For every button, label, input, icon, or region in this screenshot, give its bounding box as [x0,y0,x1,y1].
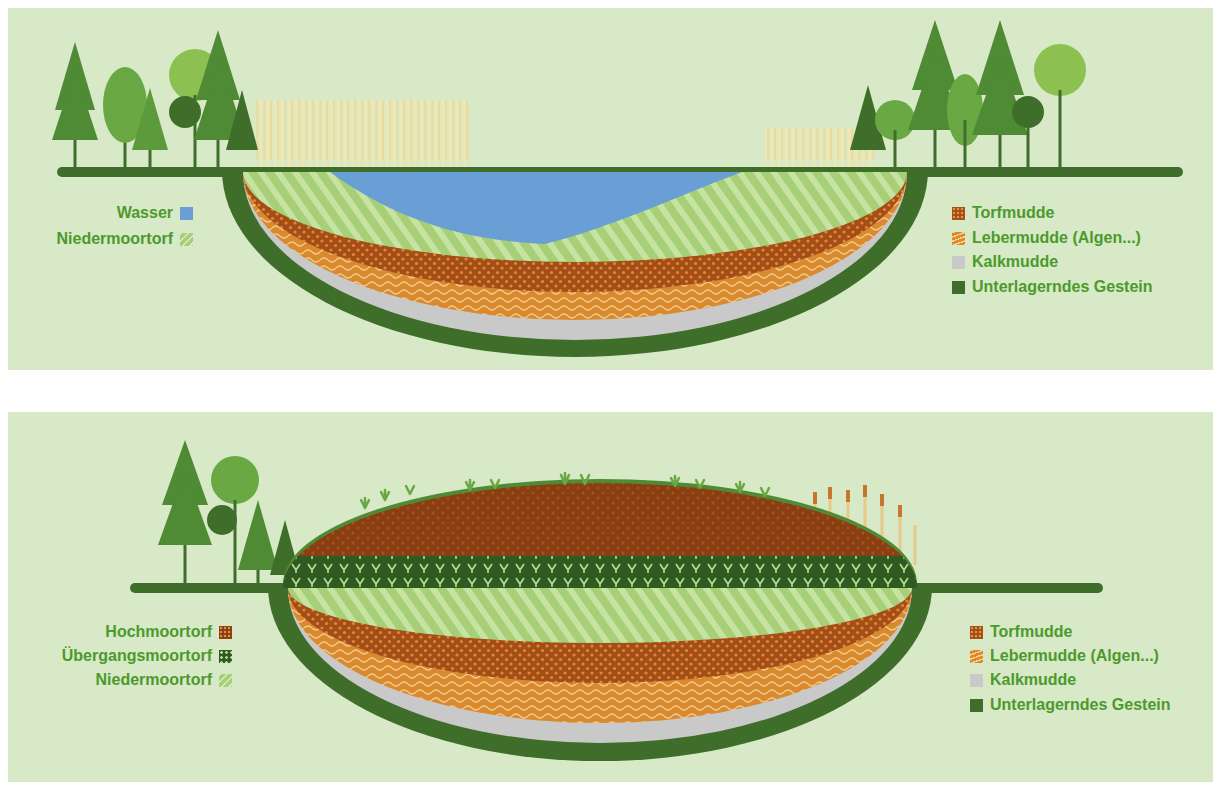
legend-swatch [180,207,193,220]
legend-item: Kalkmudde [952,252,1058,272]
legend-item: Übergangsmoortorf [62,646,232,666]
legend-text: Lebermudde (Algen...) [972,228,1141,248]
legend-item: Niedermoortorf [96,670,232,690]
legend-text: Unterlagerndes Gestein [972,277,1153,297]
legend-swatch [970,626,983,639]
legend-swatch [219,650,232,663]
legend-item: Lebermudde (Algen...) [952,228,1141,248]
legend-text: Kalkmudde [972,252,1058,272]
legend-text: Unterlagerndes Gestein [990,695,1171,715]
legend-text: Torfmudde [990,622,1072,642]
legend-swatch [952,232,965,245]
legend-item: Torfmudde [952,203,1054,223]
legend-text: Niedermoortorf [57,229,173,249]
legend-text: Kalkmudde [990,670,1076,690]
legend-swatch [219,674,232,687]
legend-swatch [952,281,965,294]
legend-item: Niedermoortorf [57,229,193,249]
legend-text: Übergangsmoortorf [62,646,212,666]
legend-item: Unterlagerndes Gestein [970,695,1171,715]
legend-swatch [970,699,983,712]
legend-item: Torfmudde [970,622,1072,642]
legend-item: Kalkmudde [970,670,1076,690]
legend-swatch [952,207,965,220]
legend-item: Wasser [117,203,193,223]
legend-swatch [219,626,232,639]
legend-text: Lebermudde (Algen...) [990,646,1159,666]
legend-swatch [970,674,983,687]
legend-text: Torfmudde [972,203,1054,223]
legend-swatch [180,233,193,246]
legend-swatch [970,650,983,663]
legend-text: Niedermoortorf [96,670,212,690]
legend-text: Hochmoortorf [105,622,212,642]
legend-item: Unterlagerndes Gestein [952,277,1153,297]
legend-item: Hochmoortorf [105,622,232,642]
legend-item: Lebermudde (Algen...) [970,646,1159,666]
legend-swatch [952,256,965,269]
legend-text: Wasser [117,203,173,223]
